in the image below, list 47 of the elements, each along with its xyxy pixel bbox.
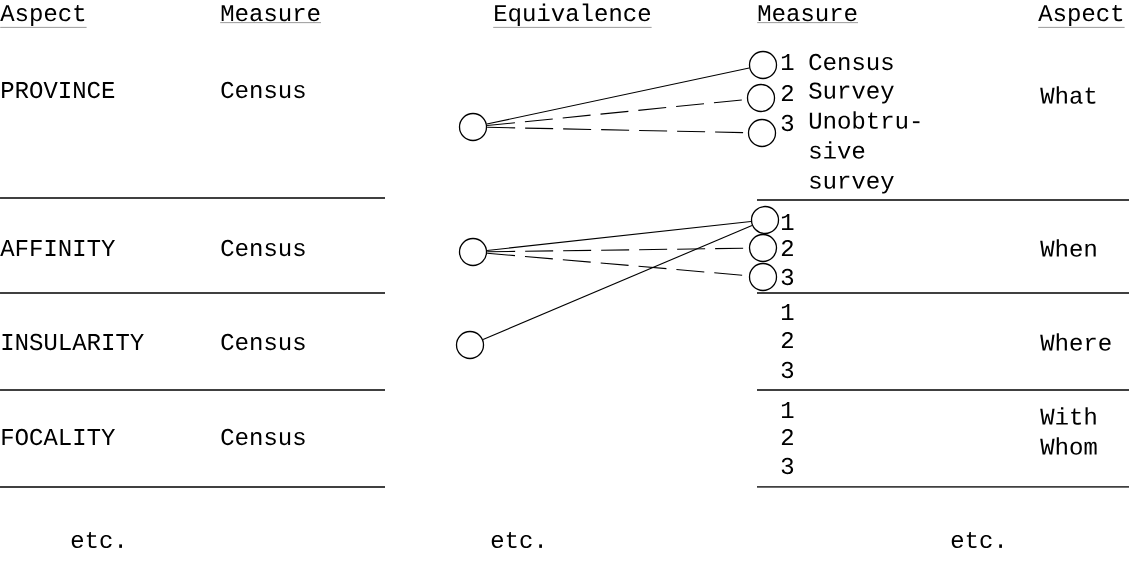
cell-text: Census [221,239,305,257]
item-number: 2 [781,240,793,256]
cell-text: Census [809,53,893,71]
cell-text: What [1040,86,1096,104]
item-number: 3 [781,457,794,475]
cell-text: Where [1040,333,1111,351]
cell-text: Census [221,428,305,446]
cell-text: Census [221,333,305,351]
circle-symbol [748,233,778,263]
item-number: 3 [781,114,794,132]
connector-line [482,224,753,341]
column-header: Equivalence [493,3,652,28]
item-number: 2 [781,429,793,445]
cell-text: FOCALITY [2,428,115,446]
circle-symbol [746,83,776,113]
circle-symbol [748,50,778,80]
item-number: 3 [781,268,794,286]
item-number: 1 [781,304,794,320]
circle-symbol [455,330,485,360]
item-number: 3 [781,361,794,379]
cell-text: AFFINITY [0,240,115,256]
cell-text: etc. [951,531,1002,549]
item-number: 2 [781,85,793,101]
circle-symbol [458,237,488,267]
cell-text: Survey [809,82,894,104]
cell-text: INSULARITY [2,333,144,351]
item-number: 1 [781,402,794,418]
circle-symbol [750,205,780,235]
column-header: Aspect [0,5,87,28]
connector-line [486,221,752,251]
connector-line [486,67,750,125]
circle-symbol [458,112,488,142]
column-header: Aspect [1038,5,1125,28]
cell-text: When [1040,239,1096,257]
item-number: 1 [781,214,794,230]
column-header: Measure [220,5,322,23]
cell-text: With Whom [1040,407,1097,455]
circle-symbol [748,262,778,292]
item-number: 2 [781,332,793,348]
cell-text: Unobtru- sive survey [809,111,920,194]
item-number: 1 [781,54,794,70]
cell-text: etc. [71,531,122,549]
cell-text: Census [221,81,305,99]
column-header: Measure [757,5,859,23]
cell-text: etc. [491,531,542,549]
circle-symbol [747,118,777,148]
cell-text: PROVINCE [2,81,115,99]
